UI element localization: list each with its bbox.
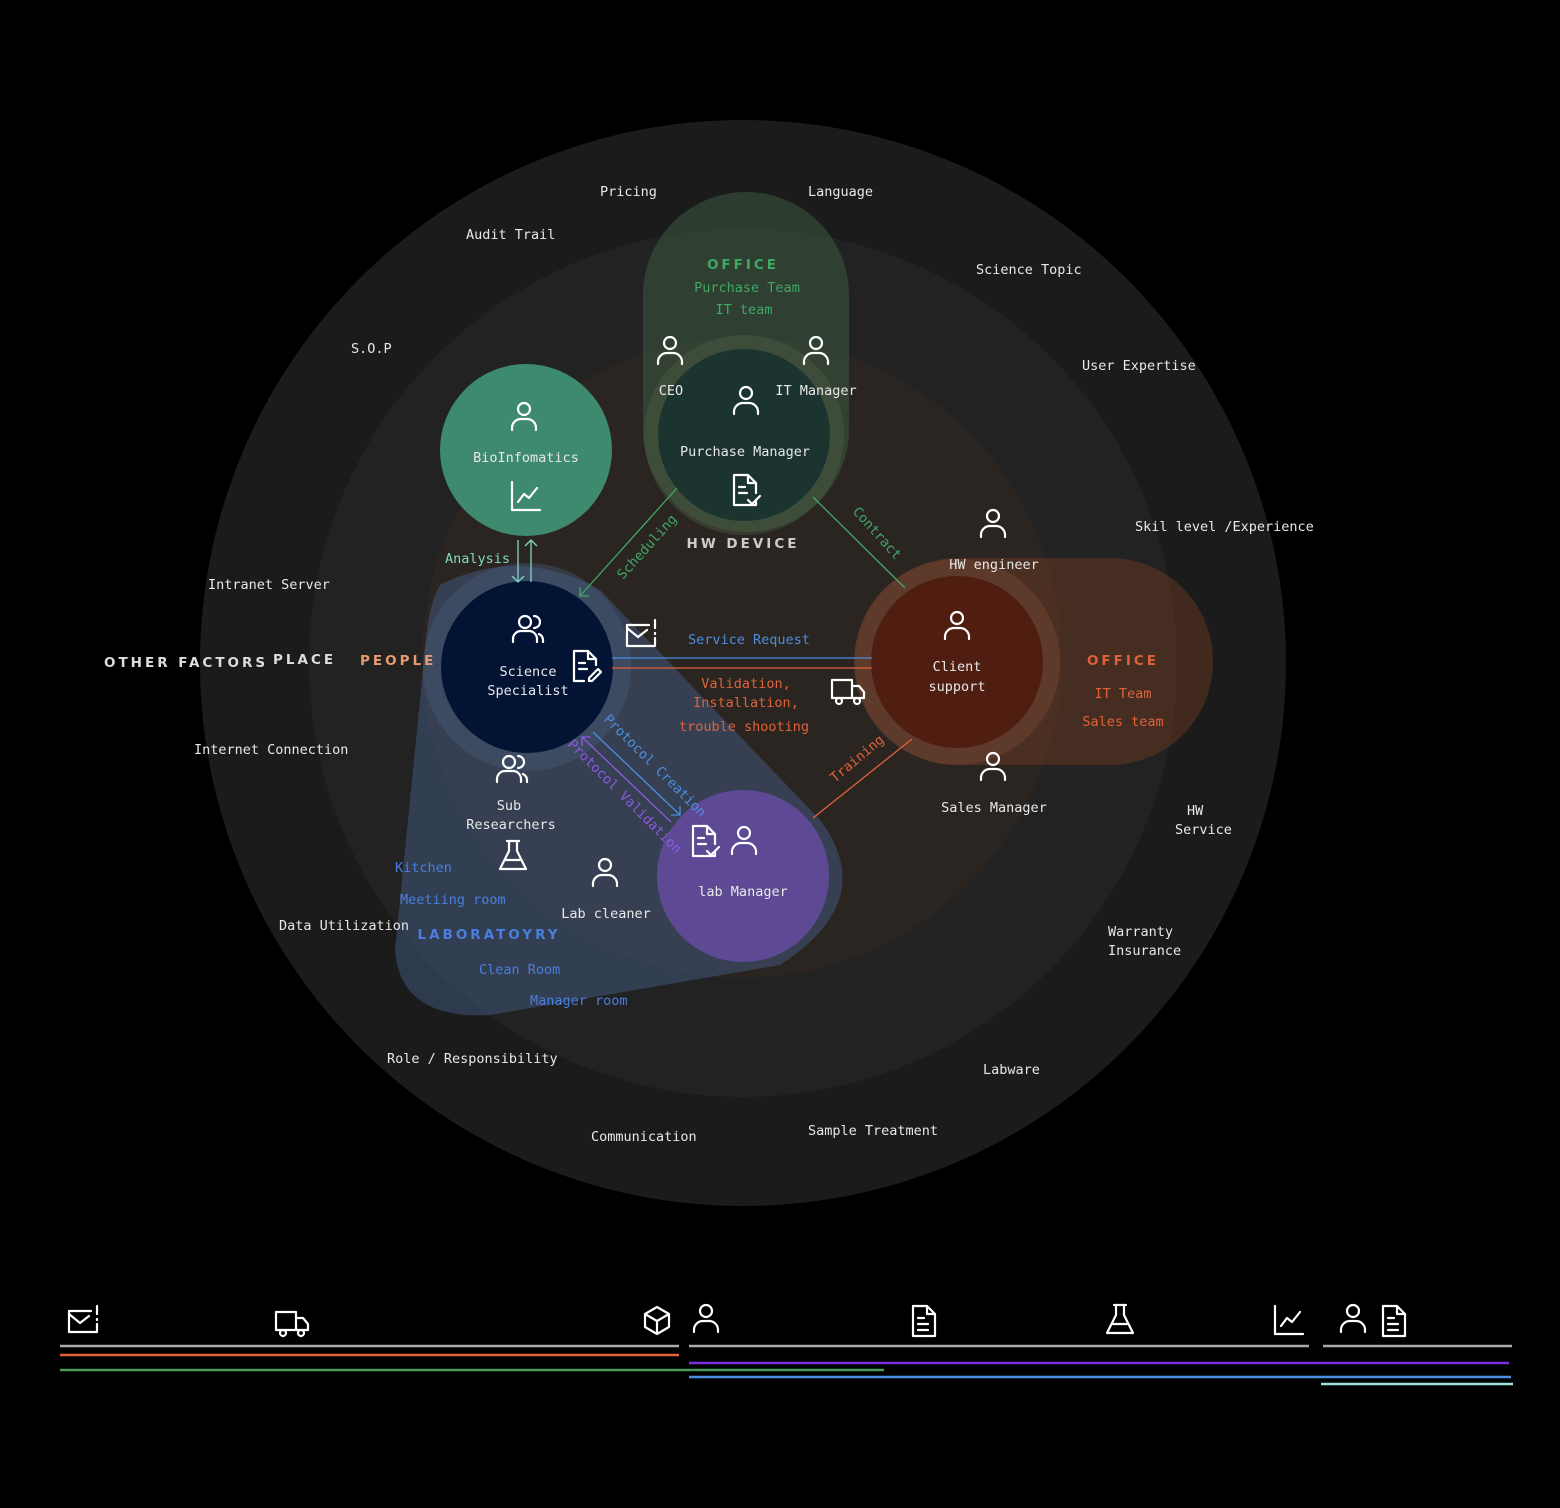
- svg-text:Skil level /Experience: Skil level /Experience: [1135, 519, 1314, 535]
- lab-cleaner-label: Lab cleaner: [561, 906, 650, 922]
- hw-engineer-label: HW engineer: [949, 557, 1038, 573]
- edge-label-service-request: Service Request: [688, 632, 810, 648]
- laboratory-title: LABORATOYRY: [417, 927, 560, 943]
- svg-text:trouble shooting: trouble shooting: [679, 719, 809, 735]
- svg-text:Intranet Server: Intranet Server: [208, 577, 330, 593]
- edge-scheduling: [579, 487, 678, 597]
- person-icon: [692, 1303, 720, 1334]
- hw-device-label: HW DEVICE: [687, 536, 800, 552]
- office-purchase-team: Purchase Team: [694, 280, 800, 296]
- edge-analysis-down: [511, 540, 525, 583]
- office-right-sales-team: Sales team: [1082, 714, 1163, 730]
- svg-text:Insurance: Insurance: [1108, 943, 1181, 959]
- svg-text:Communication: Communication: [591, 1129, 697, 1145]
- lab-manager-label: lab Manager: [698, 884, 787, 900]
- edge-protocol-validation: [581, 736, 672, 823]
- flask-icon: [1105, 1303, 1135, 1335]
- purchase-manager-label: Purchase Manager: [680, 444, 810, 460]
- office-right-it-team: IT Team: [1095, 686, 1152, 702]
- ceo-label: CEO: [659, 383, 683, 399]
- node-client-support[interactable]: [871, 576, 1043, 748]
- edge-analysis-up: [524, 539, 538, 582]
- svg-text:S.O.P: S.O.P: [351, 341, 392, 357]
- svg-text:Specialist: Specialist: [487, 683, 568, 699]
- document-icon: [911, 1304, 937, 1338]
- client-support-label: Client: [933, 659, 982, 675]
- node-lab-manager[interactable]: [657, 790, 829, 962]
- svg-text:Role / Responsibility: Role / Responsibility: [387, 1051, 558, 1067]
- edge-training: [812, 738, 913, 819]
- svg-text:Installation,: Installation,: [693, 695, 799, 711]
- svg-text:Audit Trail: Audit Trail: [466, 227, 555, 243]
- svg-text:Service: Service: [1175, 822, 1232, 838]
- truck-icon: [274, 1310, 310, 1338]
- svg-text:User Expertise: User Expertise: [1082, 358, 1196, 374]
- svg-text:Internet Connection: Internet Connection: [194, 742, 348, 758]
- edge-label-validation: Validation,: [701, 676, 790, 692]
- sales-manager-label: Sales Manager: [941, 800, 1047, 816]
- office-top-title: OFFICE: [707, 257, 779, 273]
- svg-text:Language: Language: [808, 184, 873, 200]
- room-kitchen: Kitchen: [395, 860, 452, 876]
- document-icon: [1381, 1304, 1407, 1338]
- svg-text:Science Topic: Science Topic: [976, 262, 1082, 278]
- edge-protocol-creation: [592, 731, 681, 816]
- svg-text:Pricing: Pricing: [600, 184, 657, 200]
- mail-icon: [67, 1304, 99, 1334]
- edge-contract: [812, 496, 906, 589]
- node-bioinformatics[interactable]: [440, 364, 612, 536]
- room-clean: Clean Room: [479, 962, 560, 978]
- label-place: PLACE: [273, 652, 336, 668]
- room-manager: Manager room: [530, 993, 628, 1009]
- office-it-team: IT team: [716, 302, 773, 318]
- cube-icon: [643, 1305, 671, 1336]
- svg-text:Warranty: Warranty: [1108, 924, 1173, 940]
- it-manager-label: IT Manager: [775, 383, 856, 399]
- chart-icon: [1273, 1304, 1305, 1336]
- node-purchase-manager[interactable]: [658, 349, 830, 521]
- label-other-factors: OTHER FACTORS: [104, 655, 268, 671]
- edge-label-analysis: Analysis: [445, 551, 510, 567]
- svg-text:HW: HW: [1187, 803, 1204, 819]
- room-meeting: Meetiing room: [400, 892, 506, 908]
- person-icon: [1339, 1303, 1367, 1334]
- office-right-title: OFFICE: [1087, 653, 1159, 669]
- legend: [60, 1303, 1513, 1386]
- science-specialist-label: Science: [500, 664, 557, 680]
- svg-text:support: support: [929, 679, 986, 695]
- sub-researchers-label: Sub: [497, 798, 521, 814]
- svg-text:Sample Treatment: Sample Treatment: [808, 1123, 938, 1139]
- svg-text:Researchers: Researchers: [466, 817, 555, 833]
- label-people: PEOPLE: [360, 653, 436, 669]
- svg-text:Data Utilization: Data Utilization: [279, 918, 409, 934]
- other-factors: Pricing Language Audit Trail Science Top…: [194, 184, 1314, 1145]
- node-science-specialist[interactable]: [441, 581, 613, 753]
- svg-text:Labware: Labware: [983, 1062, 1040, 1078]
- bioinformatics-label: BioInfomatics: [473, 450, 579, 466]
